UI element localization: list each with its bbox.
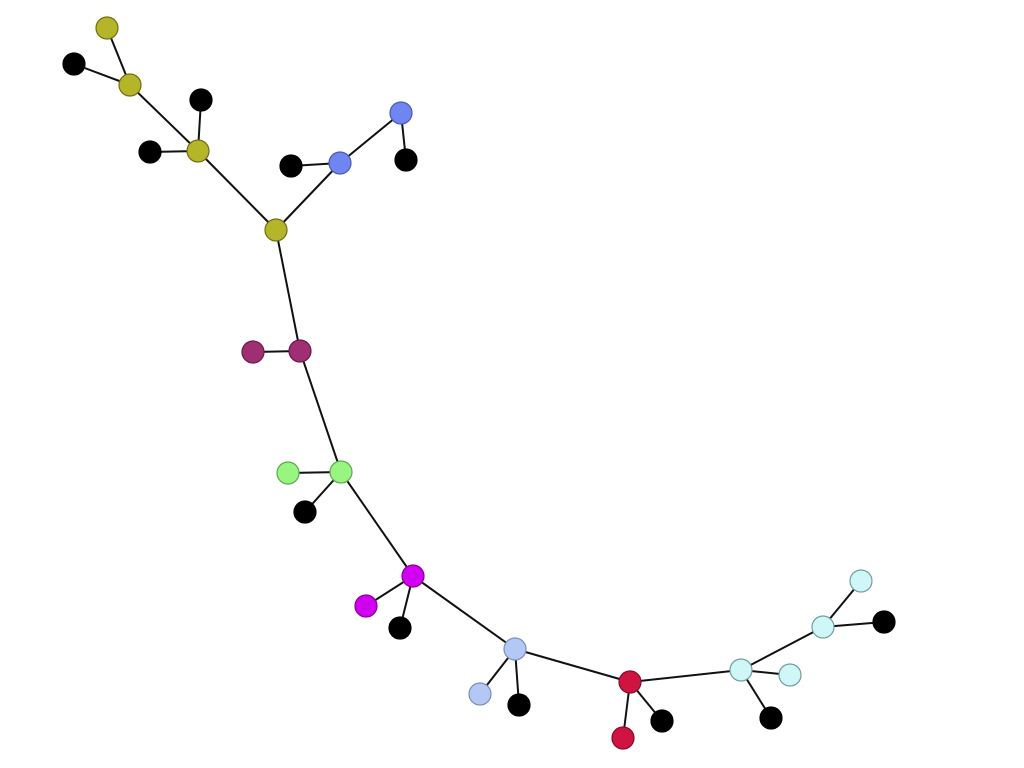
graph-node-lightblue <box>503 637 527 661</box>
graph-edge-o3-o4 <box>197 150 277 231</box>
graph-node-cyan <box>729 658 753 682</box>
graph-edges <box>73 27 885 739</box>
graph-node-black <box>388 616 412 640</box>
graph-node-olive <box>264 218 288 242</box>
graph-edge-m1-lb1 <box>412 575 516 650</box>
graph-edge-o4-p2 <box>275 229 301 352</box>
graph-node-plum <box>241 340 265 364</box>
graph-node-olive <box>186 139 210 163</box>
graph-edge-cy1-cy3 <box>740 626 824 671</box>
graph-node-blue <box>328 151 352 175</box>
graph-node-green <box>329 460 353 484</box>
graph-node-black <box>189 88 213 112</box>
graph-node-green <box>276 461 300 485</box>
graph-node-black <box>759 706 783 730</box>
graph-edge-c1-cy1 <box>629 669 742 683</box>
graph-edge-lb1-c1 <box>514 648 631 683</box>
graph-node-olive <box>95 16 119 40</box>
graph-node-black <box>507 693 531 717</box>
graph-node-black <box>279 154 303 178</box>
graph-edge-p2-g2 <box>299 350 342 473</box>
graph-edge-g2-m1 <box>340 471 414 577</box>
graph-node-crimson <box>611 726 635 750</box>
graph-node-black <box>650 709 674 733</box>
graph-node-olive <box>118 73 142 97</box>
graph-node-cyan <box>849 569 873 593</box>
graph-node-cyan <box>778 663 802 687</box>
graph-node-plum <box>288 339 312 363</box>
graph-node-blue <box>389 101 413 125</box>
graph-node-black <box>138 140 162 164</box>
graph-node-black <box>394 148 418 172</box>
graph-edge-bl2-bl1 <box>339 112 402 164</box>
graph-node-magenta <box>354 594 378 618</box>
graph-edge-o4-bl2 <box>275 162 341 231</box>
graph-node-black <box>62 52 86 76</box>
graph-nodes <box>62 16 896 750</box>
graph-node-crimson <box>618 670 642 694</box>
graph-edge-o2-o3 <box>129 84 199 152</box>
graph-node-cyan <box>811 615 835 639</box>
graph-node-magenta <box>401 564 425 588</box>
graph-node-black <box>872 610 896 634</box>
graph-node-lightblue <box>468 682 492 706</box>
graph-node-black <box>293 500 317 524</box>
